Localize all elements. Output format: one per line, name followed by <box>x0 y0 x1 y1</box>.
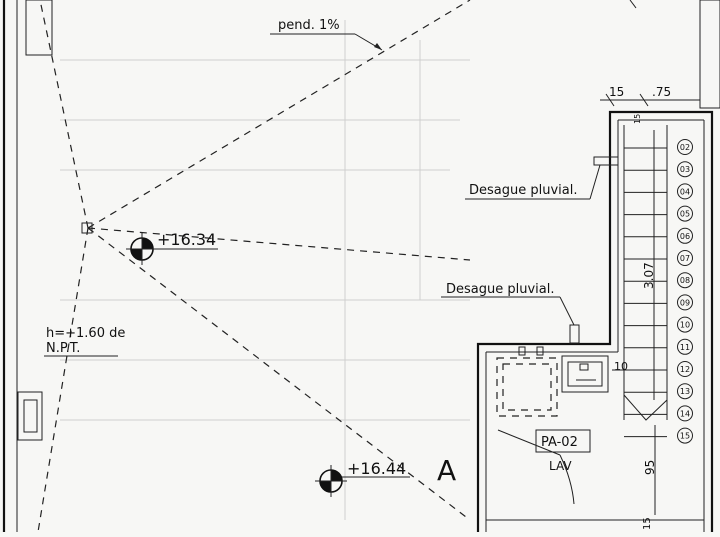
height-note: h=+1.60 de N.P.T. <box>44 326 125 357</box>
step-number: 05 <box>680 210 690 219</box>
step-number-circle <box>677 405 693 422</box>
dim-top-small: 15 <box>633 114 642 124</box>
height-note-line2: N.P.T. <box>46 341 80 356</box>
step-number-circle <box>677 361 693 377</box>
step-number: 04 <box>680 187 690 196</box>
step-number-circle <box>677 338 693 355</box>
dim-top-b: .75 <box>652 85 671 99</box>
step-number-circle <box>677 205 693 222</box>
step-number-circle <box>677 272 693 289</box>
dim-top-a: 15 <box>609 85 624 99</box>
step-number: 06 <box>680 232 690 241</box>
laundry-sink <box>561 355 609 393</box>
washing-machine <box>496 346 558 417</box>
step-number: 12 <box>680 365 690 374</box>
step-number-circle <box>677 161 693 178</box>
drain-upper-label: Desague pluvial. <box>469 183 578 198</box>
staircase: 02 03 04 05 06 07 08 09 10 11 12 13 14 15 <box>623 125 693 444</box>
step-number: 15 <box>680 432 690 441</box>
stair-steps: 02 03 04 05 06 07 08 09 10 11 12 13 14 15 <box>624 139 693 444</box>
dim-bottom: 95 <box>643 460 657 475</box>
step-number-circle <box>677 227 693 244</box>
level-upper-label: +16.34 <box>157 230 216 249</box>
step-number: 02 <box>680 143 690 152</box>
room-name-label: LAV <box>549 459 572 473</box>
step-number-circle <box>677 139 693 155</box>
dim-side-small: 10 <box>614 360 628 373</box>
slope-annotation: pend. 1% <box>270 18 383 51</box>
dim-bottom-small: 15 <box>642 517 653 530</box>
dimension-lines: 15 .75 15 3.07 10 95 15 <box>600 85 700 530</box>
slope-label: pend. 1% <box>278 18 340 33</box>
step-number-circle <box>677 427 693 444</box>
level-marker-lower: +16.44 <box>315 459 410 497</box>
step-number-circle <box>677 250 693 266</box>
drain-lower-annotation: Desague pluvial. <box>441 282 580 344</box>
laundry-room-walls <box>476 0 720 532</box>
section-marker: A <box>437 454 456 487</box>
height-note-line1: h=+1.60 de <box>46 326 125 341</box>
left-wall <box>2 0 53 532</box>
room-tag: PA-02 LAV <box>497 429 591 505</box>
background-hatching <box>60 20 470 520</box>
step-number-circle <box>677 383 693 400</box>
step-number: 11 <box>680 343 690 352</box>
step-number-circle <box>677 183 693 200</box>
step-number: 13 <box>680 387 690 396</box>
roof-slope-lines <box>37 0 471 533</box>
step-number: 07 <box>680 254 690 263</box>
room-code-label: PA-02 <box>541 435 578 450</box>
step-number: 14 <box>680 409 690 418</box>
drain-lower-label: Desague pluvial. <box>446 282 555 297</box>
step-number: 08 <box>680 276 690 285</box>
step-number-circle <box>677 316 693 333</box>
step-number: 03 <box>680 165 690 174</box>
roof-drain-marker <box>81 222 93 234</box>
drain-upper-annotation: Desague pluvial. <box>465 156 619 200</box>
step-number: 09 <box>680 298 690 307</box>
step-number-circle <box>677 294 693 311</box>
level-lower-label: +16.44 <box>347 459 406 478</box>
dim-stair-length: 3.07 <box>642 262 656 289</box>
level-marker-upper: +16.34 <box>126 230 218 265</box>
step-number: 10 <box>680 321 690 330</box>
